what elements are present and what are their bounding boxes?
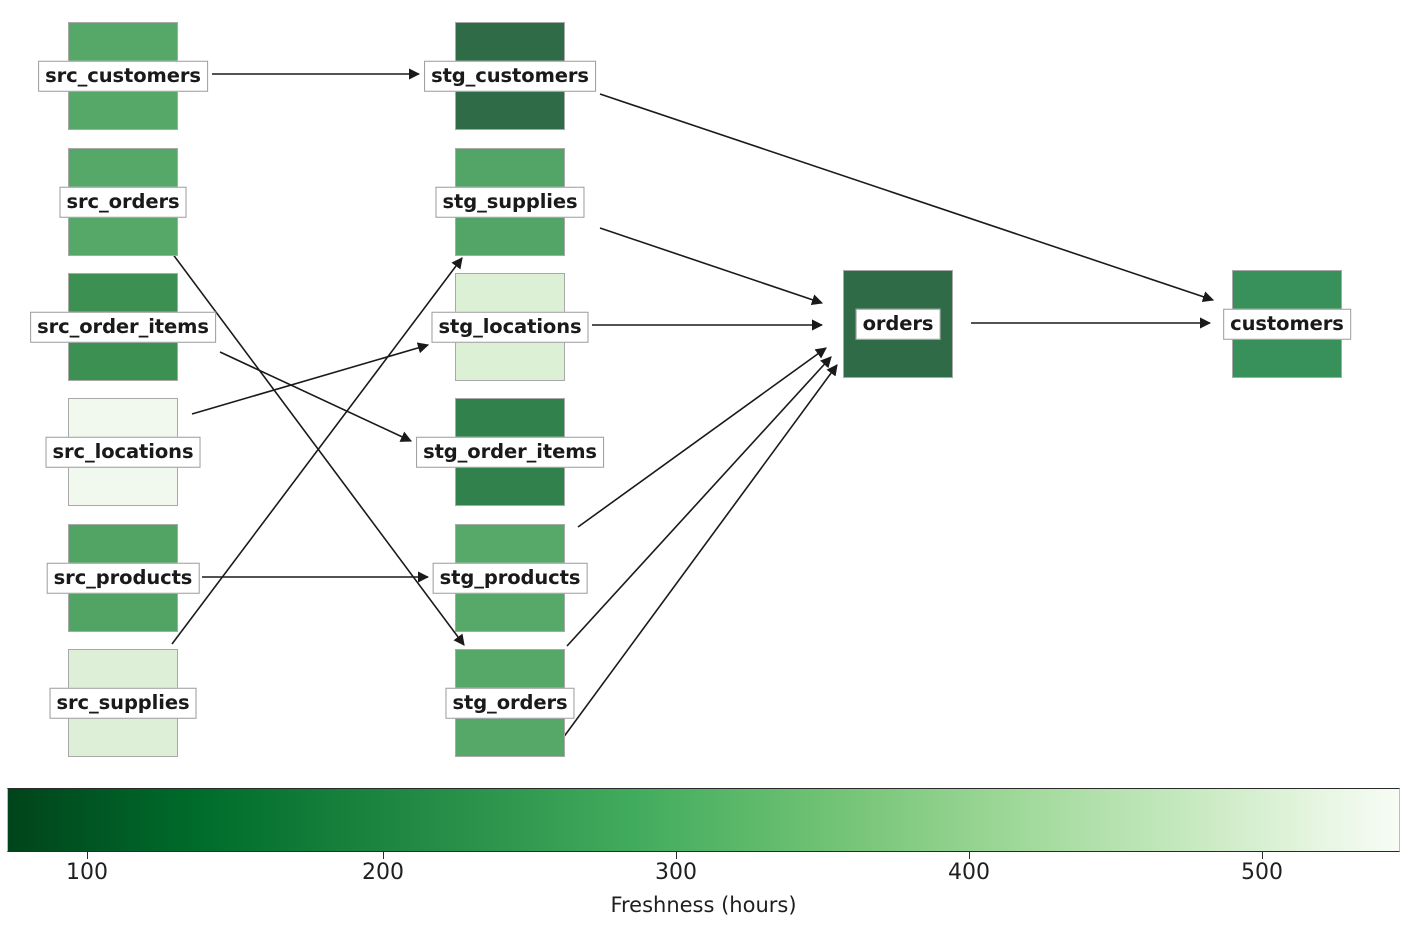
node-label-src_customers[interactable]: src_customers xyxy=(38,60,208,92)
edge-stg_order_items-to-orders xyxy=(577,347,827,528)
node-label-stg_customers[interactable]: stg_customers xyxy=(424,60,596,92)
colorbar-tick-label-500: 500 xyxy=(1241,860,1283,885)
edge-stg_orders-to-orders xyxy=(559,364,838,743)
colorbar-tick-label-100: 100 xyxy=(66,860,108,885)
colorbar-tick-label-300: 300 xyxy=(655,860,697,885)
edge-stg_supplies-to-orders xyxy=(599,227,824,306)
edge-src_locations-to-stg_locations xyxy=(191,342,430,415)
node-label-src_supplies[interactable]: src_supplies xyxy=(49,687,197,719)
node-label-src_products[interactable]: src_products xyxy=(46,562,200,594)
node-label-stg_locations[interactable]: stg_locations xyxy=(431,311,589,343)
node-label-stg_order_items[interactable]: stg_order_items xyxy=(416,436,604,468)
colorbar-tick-300 xyxy=(676,852,678,859)
edges xyxy=(171,68,1215,743)
edge-src_order_items-to-stg_order_items xyxy=(219,351,413,442)
colorbar-tick-100 xyxy=(87,852,89,859)
colorbar-gradient xyxy=(7,788,1400,852)
node-label-stg_orders[interactable]: stg_orders xyxy=(445,687,575,719)
colorbar-tick-label-400: 400 xyxy=(948,860,990,885)
node-label-stg_products[interactable]: stg_products xyxy=(432,562,588,594)
edge-stg_products-to-orders xyxy=(566,356,832,647)
colorbar-tick-label-200: 200 xyxy=(362,860,404,885)
colorbar-tick-400 xyxy=(969,852,971,859)
colorbar-title: Freshness (hours) xyxy=(610,893,797,917)
node-label-stg_supplies[interactable]: stg_supplies xyxy=(435,186,585,218)
colorbar-legend: 100 200 300 400 500 Freshness (hours) xyxy=(7,788,1400,917)
node-label-src_orders[interactable]: src_orders xyxy=(59,186,187,218)
colorbar-tick-200 xyxy=(383,852,385,859)
node-label-orders[interactable]: orders xyxy=(855,308,941,340)
node-label-src_locations[interactable]: src_locations xyxy=(45,436,201,468)
node-label-customers[interactable]: customers xyxy=(1223,308,1351,340)
node-label-src_order_items[interactable]: src_order_items xyxy=(30,311,216,343)
colorbar-tick-500 xyxy=(1262,852,1264,859)
